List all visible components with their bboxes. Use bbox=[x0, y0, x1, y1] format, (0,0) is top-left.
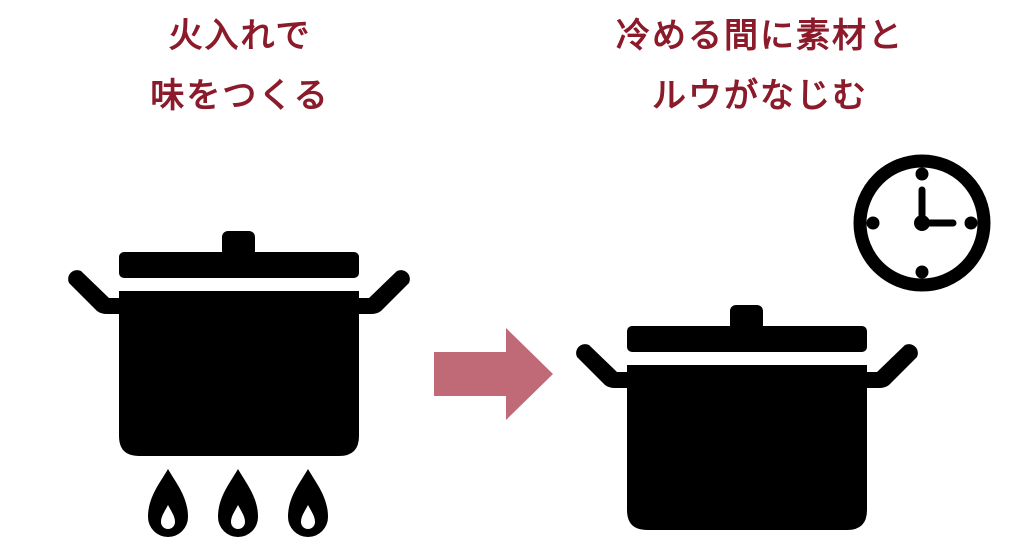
pot-on-stove-icon bbox=[68, 231, 410, 537]
right-caption-line1: 冷める間に素材と bbox=[616, 16, 904, 56]
left-caption-line1: 火入れで bbox=[168, 16, 312, 56]
pot-icon bbox=[576, 305, 918, 530]
flame-icon bbox=[218, 469, 258, 537]
right-caption-line2: ルウがなじむ bbox=[652, 76, 868, 116]
left-caption-line2: 味をつくる bbox=[150, 76, 330, 116]
flame-icon bbox=[288, 469, 328, 537]
clock-icon bbox=[853, 154, 991, 292]
arrow-right-icon bbox=[434, 328, 553, 420]
left-caption: 火入れで 味をつくる bbox=[90, 6, 390, 126]
right-caption: 冷める間に素材と ルウがなじむ bbox=[560, 6, 960, 126]
cooking-pot-icon bbox=[68, 231, 410, 456]
flame-icon bbox=[148, 469, 188, 537]
